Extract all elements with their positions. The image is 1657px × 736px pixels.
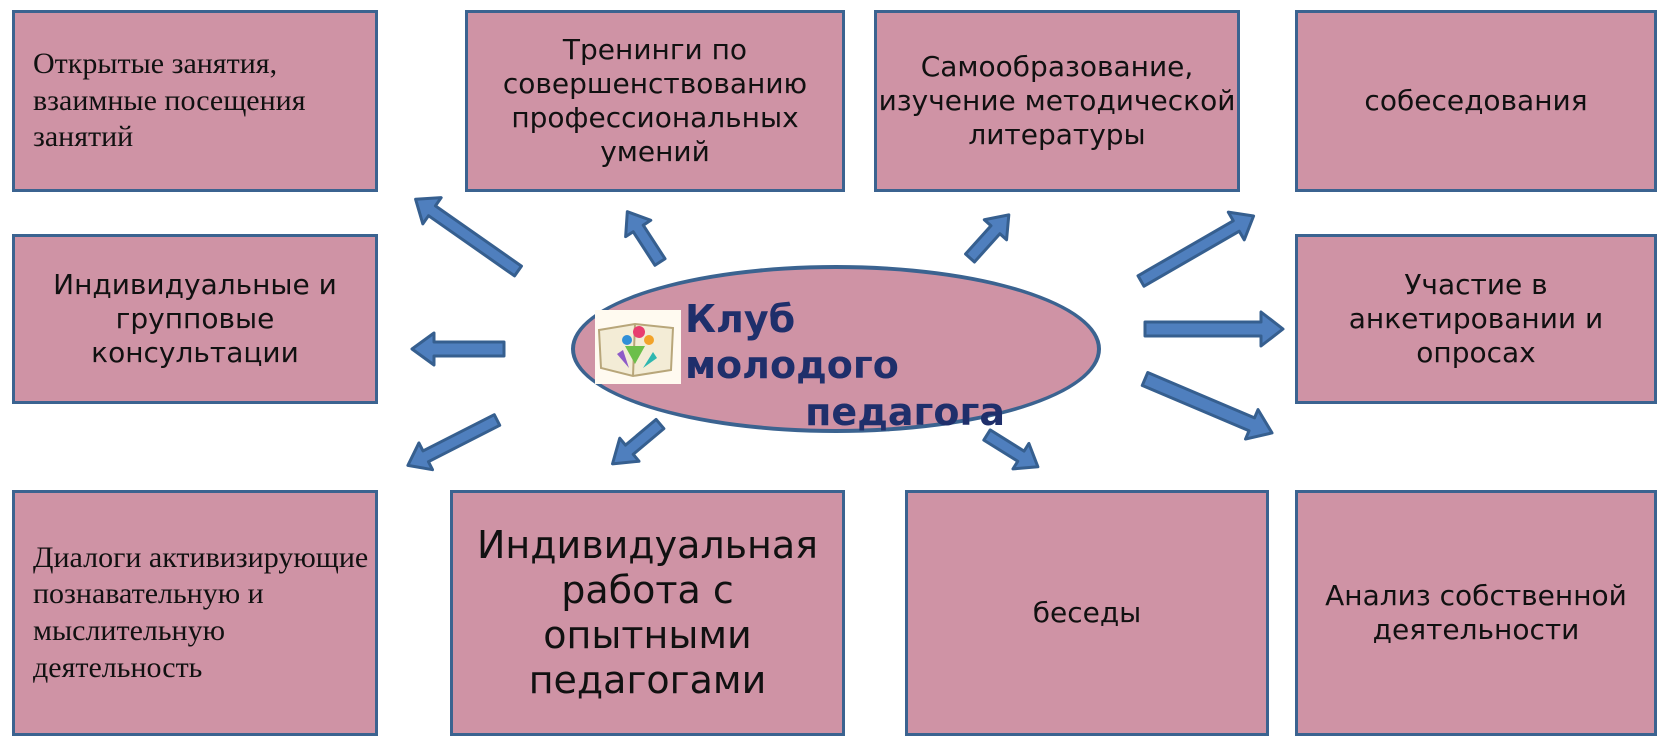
arrow-to-conversations — [982, 428, 1040, 471]
club-logo-icon — [597, 322, 675, 378]
box-consultations: Индивидуальные и групповые консультации — [12, 234, 378, 404]
box-self-education-label: Самообразование, изучение методической л… — [878, 49, 1236, 152]
box-conversations-label: беседы — [1032, 595, 1142, 629]
arrow-to-dialogues — [406, 413, 502, 472]
box-open-lessons: Открытые занятия, взаимные посещения зан… — [12, 10, 378, 192]
box-trainings: Тренинги по совершенствованию профессион… — [465, 10, 845, 192]
center-title-line1: Клуб молодого — [685, 297, 899, 388]
arrow-to-surveys — [1143, 310, 1285, 348]
box-dialogues-label: Диалоги активизирующие познавательную и … — [33, 540, 369, 684]
arrow-to-individual-work — [611, 417, 666, 466]
club-logo — [595, 310, 681, 384]
box-consultations-label: Индивидуальные и групповые консультации — [53, 267, 337, 370]
box-conversations: беседы — [905, 490, 1269, 736]
arrow-to-interviews — [1136, 210, 1256, 288]
box-self-analysis: Анализ собственной деятельности — [1295, 490, 1657, 736]
arrow-to-open-lessons — [414, 196, 523, 278]
box-self-analysis-label: Анализ собственной деятельности — [1325, 578, 1627, 646]
box-interviews-label: собеседования — [1364, 83, 1588, 117]
box-self-education: Самообразование, изучение методической л… — [874, 10, 1240, 192]
box-surveys: Участие в анкетировании и опросах — [1295, 234, 1657, 404]
arrow-to-self-analysis — [1140, 371, 1274, 441]
arrow-to-trainings — [624, 210, 667, 267]
center-title: Клуб молодого педагога — [685, 296, 1005, 435]
box-interviews: собеседования — [1295, 10, 1657, 192]
box-trainings-label: Тренинги по совершенствованию профессион… — [502, 32, 808, 169]
box-individual-work-label: Индивидуальная работа с опытными педагог… — [476, 523, 819, 702]
arrow-to-self-education — [964, 213, 1011, 264]
box-open-lessons-label: Открытые занятия, взаимные посещения зан… — [33, 47, 306, 154]
box-dialogues: Диалоги активизирующие познавательную и … — [12, 490, 378, 736]
box-individual-work: Индивидуальная работа с опытными педагог… — [450, 490, 845, 736]
center-title-line2: педагога — [805, 389, 1005, 434]
box-surveys-label: Участие в анкетировании и опросах — [1348, 267, 1604, 370]
arrow-to-consultations — [410, 331, 506, 367]
